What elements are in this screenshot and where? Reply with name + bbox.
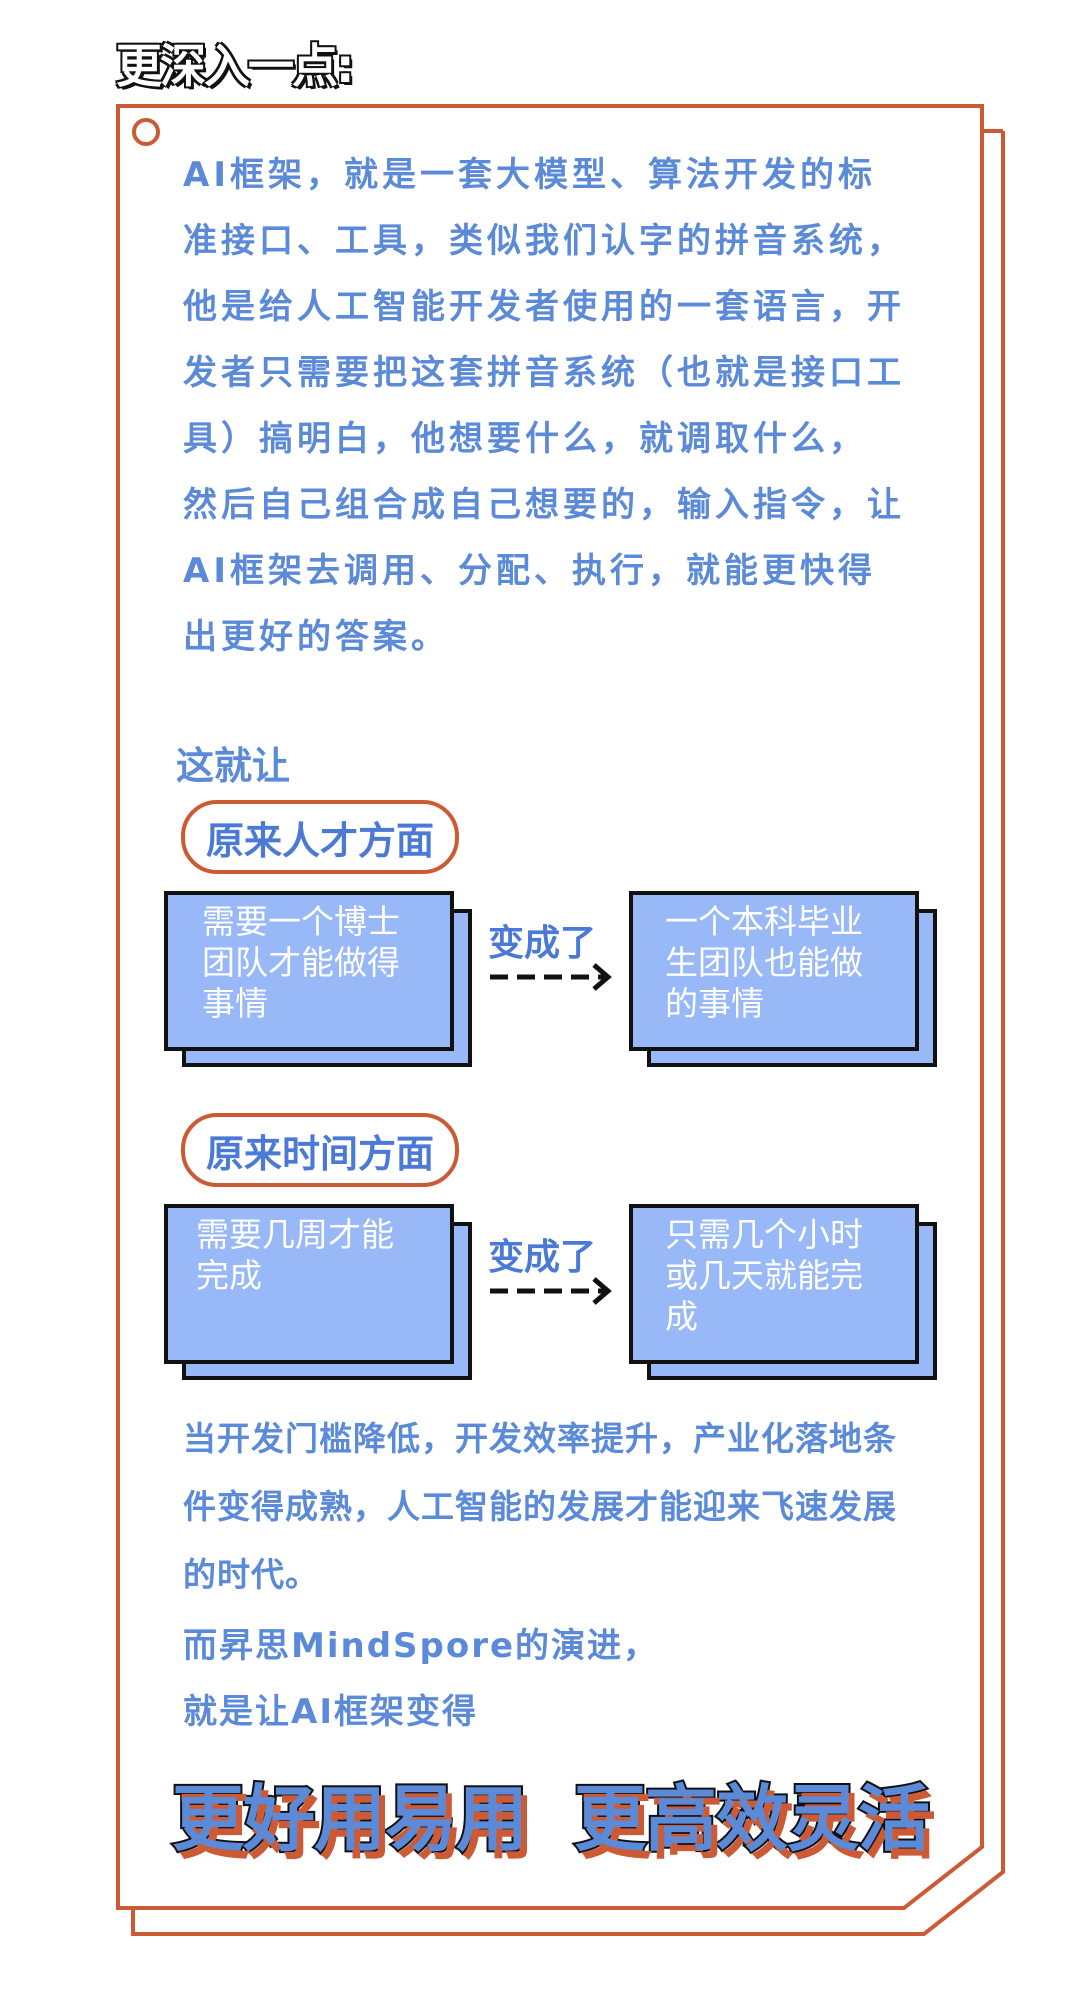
mindspore-paragraph: 而昇思MindSpore的演进， 就是让AI框架变得 xyxy=(183,1613,943,1745)
before-text: 需要几周才能完成 xyxy=(196,1215,394,1295)
text-line: 然后自己组合成自己想要的，输入指令，让 xyxy=(183,485,905,525)
section-title: 更深入一点: xyxy=(115,38,355,94)
comparison-label: 原来时间方面 xyxy=(181,1113,459,1187)
dashed-arrow-icon xyxy=(490,1277,612,1305)
slogan-efficient-flexible: 更高效灵活 xyxy=(572,1775,932,1863)
after-card: 只需几个小时或几天就能完成 xyxy=(629,1204,937,1380)
text-line: AI框架，就是一套大模型、算法开发的标 xyxy=(183,155,876,195)
text-line: 当开发门槛降低，开发效率提升，产业化落地条 xyxy=(183,1419,897,1458)
after-card: 一个本科毕业生团队也能做的事情 xyxy=(629,891,937,1067)
text-line: 而昇思MindSpore的演进， xyxy=(183,1626,660,1666)
text-line: AI框架去调用、分配、执行，就能更快得 xyxy=(183,551,876,591)
text-line: 出更好的答案。 xyxy=(183,617,449,657)
before-card: 需要一个博士团队才能做得事情 xyxy=(164,891,472,1067)
before-text: 需要一个博士团队才能做得事情 xyxy=(202,902,400,1023)
subheading: 这就让 xyxy=(176,744,291,788)
text-line: 的时代。 xyxy=(183,1555,319,1594)
text-line: 发者只需要把这套拼音系统（也就是接口工 xyxy=(183,353,905,393)
text-line: 具）搞明白，他想要什么，就调取什么， xyxy=(183,419,867,459)
after-text: 一个本科毕业生团队也能做的事情 xyxy=(665,902,863,1023)
comparison-label: 原来人才方面 xyxy=(181,800,459,874)
text-line: 件变得成熟，人工智能的发展才能迎来飞速发展 xyxy=(183,1487,897,1526)
text-line: 他是给人工智能开发者使用的一套语言，开 xyxy=(183,287,905,327)
text-line: 准接口、工具，类似我们认字的拼音系统， xyxy=(183,221,905,261)
slogan-easy-to-use: 更好用易用 xyxy=(170,1775,530,1863)
intro-paragraph: AI框架，就是一套大模型、算法开发的标 准接口、工具，类似我们认字的拼音系统， … xyxy=(183,142,943,670)
dashed-arrow-icon xyxy=(490,963,612,991)
text-line: 就是让AI框架变得 xyxy=(183,1692,478,1732)
became-label: 变成了 xyxy=(488,923,597,964)
before-card: 需要几周才能完成 xyxy=(164,1204,472,1380)
conclusion-paragraph: 当开发门槛降低，开发效率提升，产业化落地条 件变得成熟，人工智能的发展才能迎来飞… xyxy=(183,1405,943,1609)
after-text: 只需几个小时或几天就能完成 xyxy=(665,1215,863,1336)
became-label: 变成了 xyxy=(488,1237,597,1278)
ring-decoration-icon xyxy=(132,118,160,146)
